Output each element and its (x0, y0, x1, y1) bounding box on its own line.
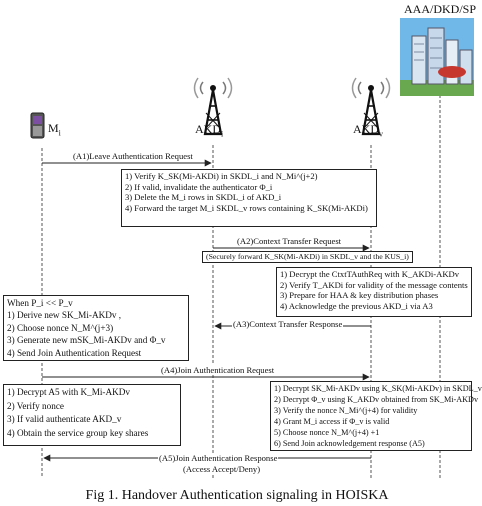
akd-v-join-box: 1) Decrypt SK_Mi-AKDv using K_SK(Mi-AKDv… (270, 381, 482, 451)
mobile-prepare-step-2: 2) Choose nonce N_M^(j+3) (7, 322, 114, 333)
akd-v-context-box: 1) Decrypt the CtxtTAuthReq with K_AKDi-… (276, 267, 472, 317)
akd-v-context-step-4: 4) Acknowledge the previous AKD_i via A3 (280, 300, 433, 311)
mobile-prepare-condition: When P_i << P_v (7, 298, 73, 308)
akd-v-context-step-3: 3) Prepare for HAA & key distribution ph… (280, 290, 439, 301)
entity-akd-v-label: AKDv (353, 122, 383, 139)
mobile-final-step-1: 1) Decrypt A5 with K_Mi-AKDv (7, 387, 130, 397)
akd-v-context-step-1: 1) Decrypt the CtxtTAuthReq with K_AKDi-… (280, 269, 460, 279)
mobile-final-step-3: 3) If valid authenticate AKD_v (7, 414, 122, 424)
mobile-phone-icon (30, 112, 45, 139)
server-city-icon (400, 18, 474, 96)
tower-icon-akd-i (193, 77, 233, 136)
message-a1-label: (A1)Leave Authentication Request (72, 151, 194, 161)
mobile-final-step-4: 4) Obtain the service group key shares (7, 427, 149, 438)
mobile-prepare-step-4: 4) Send Join Authentication Request (7, 347, 142, 358)
mobile-prepare-box: When P_i << P_v 1) Derive new SK_Mi-AKDv… (3, 295, 189, 361)
mobile-final-box: 1) Decrypt A5 with K_Mi-AKDv 2) Verify n… (3, 384, 181, 446)
entity-server-label: AAA/DKD/SP (404, 2, 477, 16)
message-a2-note: (Securely forward K_SK(Mi-AKDi) in SKDL_… (202, 251, 413, 263)
akd-v-context-step-2: 2) Verify T_AKDi for validity of the mes… (280, 279, 468, 290)
mobile-prepare-step-1: 1) Derive new SK_Mi-AKDv , (7, 310, 122, 321)
message-a4-label: (A4)Join Authentication Request (160, 365, 276, 375)
entity-akd-i-label: AKDi (195, 122, 224, 139)
akd-v-join-step-3: 3) Verify the nonce N_Mi^(j+4) for valid… (274, 406, 418, 415)
akd-i-step-3: 3) Delete the M_i rows in SKDL_i of AKD_… (125, 192, 282, 203)
akd-v-join-step-5: 5) Choose nonce N_M^(j+4) +1 (274, 428, 380, 437)
mobile-prepare-step-3: 3) Generate new mSK_Mi-AKDv and Φ_v (7, 335, 166, 346)
akd-i-step-1: 1) Verify K_SK(Mi-AKDi) in SKDL_i and N_… (125, 171, 318, 181)
entity-mobile-label: Mi (48, 121, 61, 138)
message-a5-label: (A5)Join Authentication Response (158, 453, 279, 463)
akd-v-join-step-6: 6) Send Join acknowledgement response (A… (274, 439, 425, 448)
akd-i-verify-box: 1) Verify K_SK(Mi-AKDi) in SKDL_i and N_… (121, 169, 377, 227)
akd-i-step-4: 4) Forward the target M_i SKDL_v rows co… (125, 202, 368, 213)
akd-i-step-2: 2) If valid, invalidate the authenticato… (125, 181, 273, 192)
akd-v-join-step-1: 1) Decrypt SK_Mi-AKDv using K_SK(Mi-AKDv… (274, 384, 482, 393)
tower-icon-akd-v (351, 77, 391, 136)
mobile-final-step-2: 2) Verify nonce (7, 400, 64, 411)
akd-v-join-step-4: 4) Grant M_i access if Φ_v is valid (274, 417, 390, 426)
akd-v-join-step-2: 2) Decrypt Φ_v using K_AKDv obtained fro… (274, 395, 479, 404)
message-a3-label: (A3)Context Transfer Response (232, 319, 344, 329)
message-a2-label: (A2)Context Transfer Request (236, 236, 343, 246)
figure-caption: Fig 1. Handover Authentication signaling… (85, 488, 389, 503)
message-a5-sublabel: (Access Accept/Deny) (182, 464, 262, 474)
